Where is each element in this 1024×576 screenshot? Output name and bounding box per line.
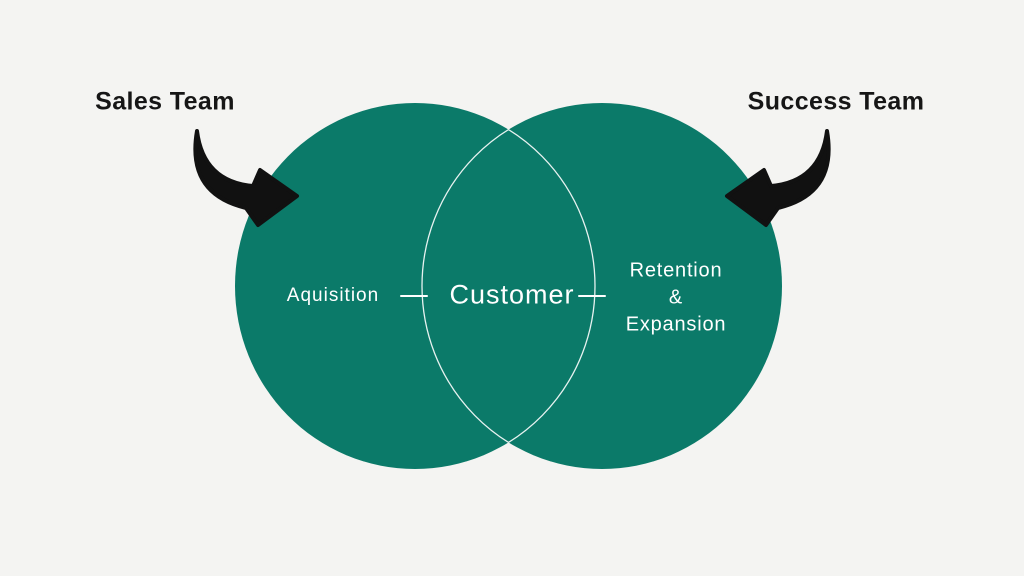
overlap-outline-right-arc [421,103,595,469]
connector-dash-left [400,294,428,298]
sales-team-arrow-icon [193,129,299,227]
overlap-outline-left-arc [422,103,596,469]
retention-line: Retention [629,259,723,282]
success-team-label: Success Team [747,87,925,116]
ampersand-line: & [668,286,684,309]
success-team-arrow-icon [725,129,831,227]
right-circle [422,103,782,469]
expansion-line: Expansion [625,313,727,336]
connector-dash-right [578,294,606,298]
customer-label: Customer [449,279,575,310]
retention-expansion-label: Retention & Expansion [626,258,727,339]
sales-team-label: Sales Team [95,87,235,116]
acquisition-label: Aquisition [286,285,380,306]
